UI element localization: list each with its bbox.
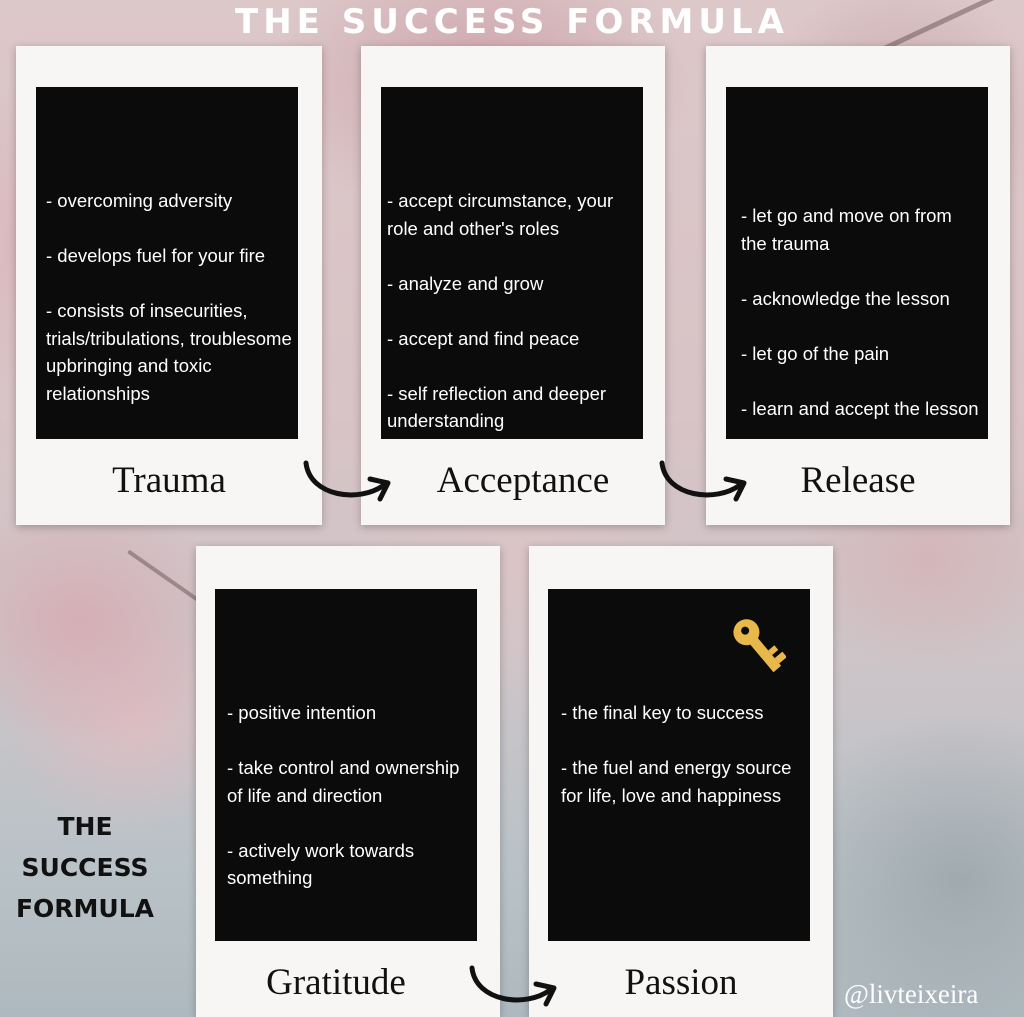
trauma-line: - develops fuel for your fire [46,245,266,266]
card-acceptance: - accept circumstance, your role and oth… [361,46,665,525]
release-line: - let go of the pain [741,342,890,364]
trauma-line: - consists of insecurities, trials/tribu… [46,300,292,404]
acceptance-line: - accept circumstance, your role and oth… [387,190,614,239]
gratitude-label: Gratitude [266,962,406,1003]
trauma-label: Trauma [112,460,226,501]
gratitude-panel: - positive intention - take control and … [215,589,477,941]
background-branch [126,549,204,605]
passion-label: Passion [624,962,738,1003]
side-title-line: FORMULA [15,894,155,923]
release-line: - acknowledge the lesson [741,287,950,309]
release-line: - learn and accept the lesson [741,397,979,419]
gratitude-line: - positive intention [227,702,377,723]
release-line: - let go and move on from the trauma [741,205,952,254]
card-passion: - the final key to success - the fuel an… [529,546,833,1017]
side-title-line: THE [57,812,113,841]
acceptance-line: - accept and find peace [387,327,580,349]
key-icon [733,619,786,673]
release-label: Release [800,460,916,501]
author-handle: @livteixeira [844,979,979,1009]
trauma-panel: - overcoming adversity - develops fuel f… [36,87,298,439]
acceptance-line: - analyze and grow [387,272,544,294]
arrow-icon [303,460,391,502]
passion-line: - the final key to success [561,702,764,723]
passion-line: - the fuel and energy source for life, l… [561,757,792,806]
side-title-line: SUCCESS [21,853,149,882]
page-title: THE SUCCESS FORMULA [235,2,789,42]
card-gratitude: - positive intention - take control and … [196,546,500,1017]
acceptance-panel: - accept circumstance, your role and oth… [381,87,643,439]
card-release: - let go and move on from the trauma - a… [706,46,1010,525]
trauma-line: - overcoming adversity [46,190,233,211]
acceptance-label: Acceptance [436,460,610,501]
gratitude-line: - actively work towards something [227,839,415,889]
acceptance-line: - self reflection and deeper understandi… [387,382,607,432]
card-trauma: - overcoming adversity - develops fuel f… [16,46,322,525]
arrow-icon [469,965,557,1007]
side-title: THE SUCCESS FORMULA [10,806,160,929]
release-panel: - let go and move on from the trauma - a… [726,87,988,439]
gratitude-line: - take control and ownership of life and… [227,757,460,806]
passion-panel: - the final key to success - the fuel an… [548,589,810,941]
arrow-icon [659,460,747,502]
